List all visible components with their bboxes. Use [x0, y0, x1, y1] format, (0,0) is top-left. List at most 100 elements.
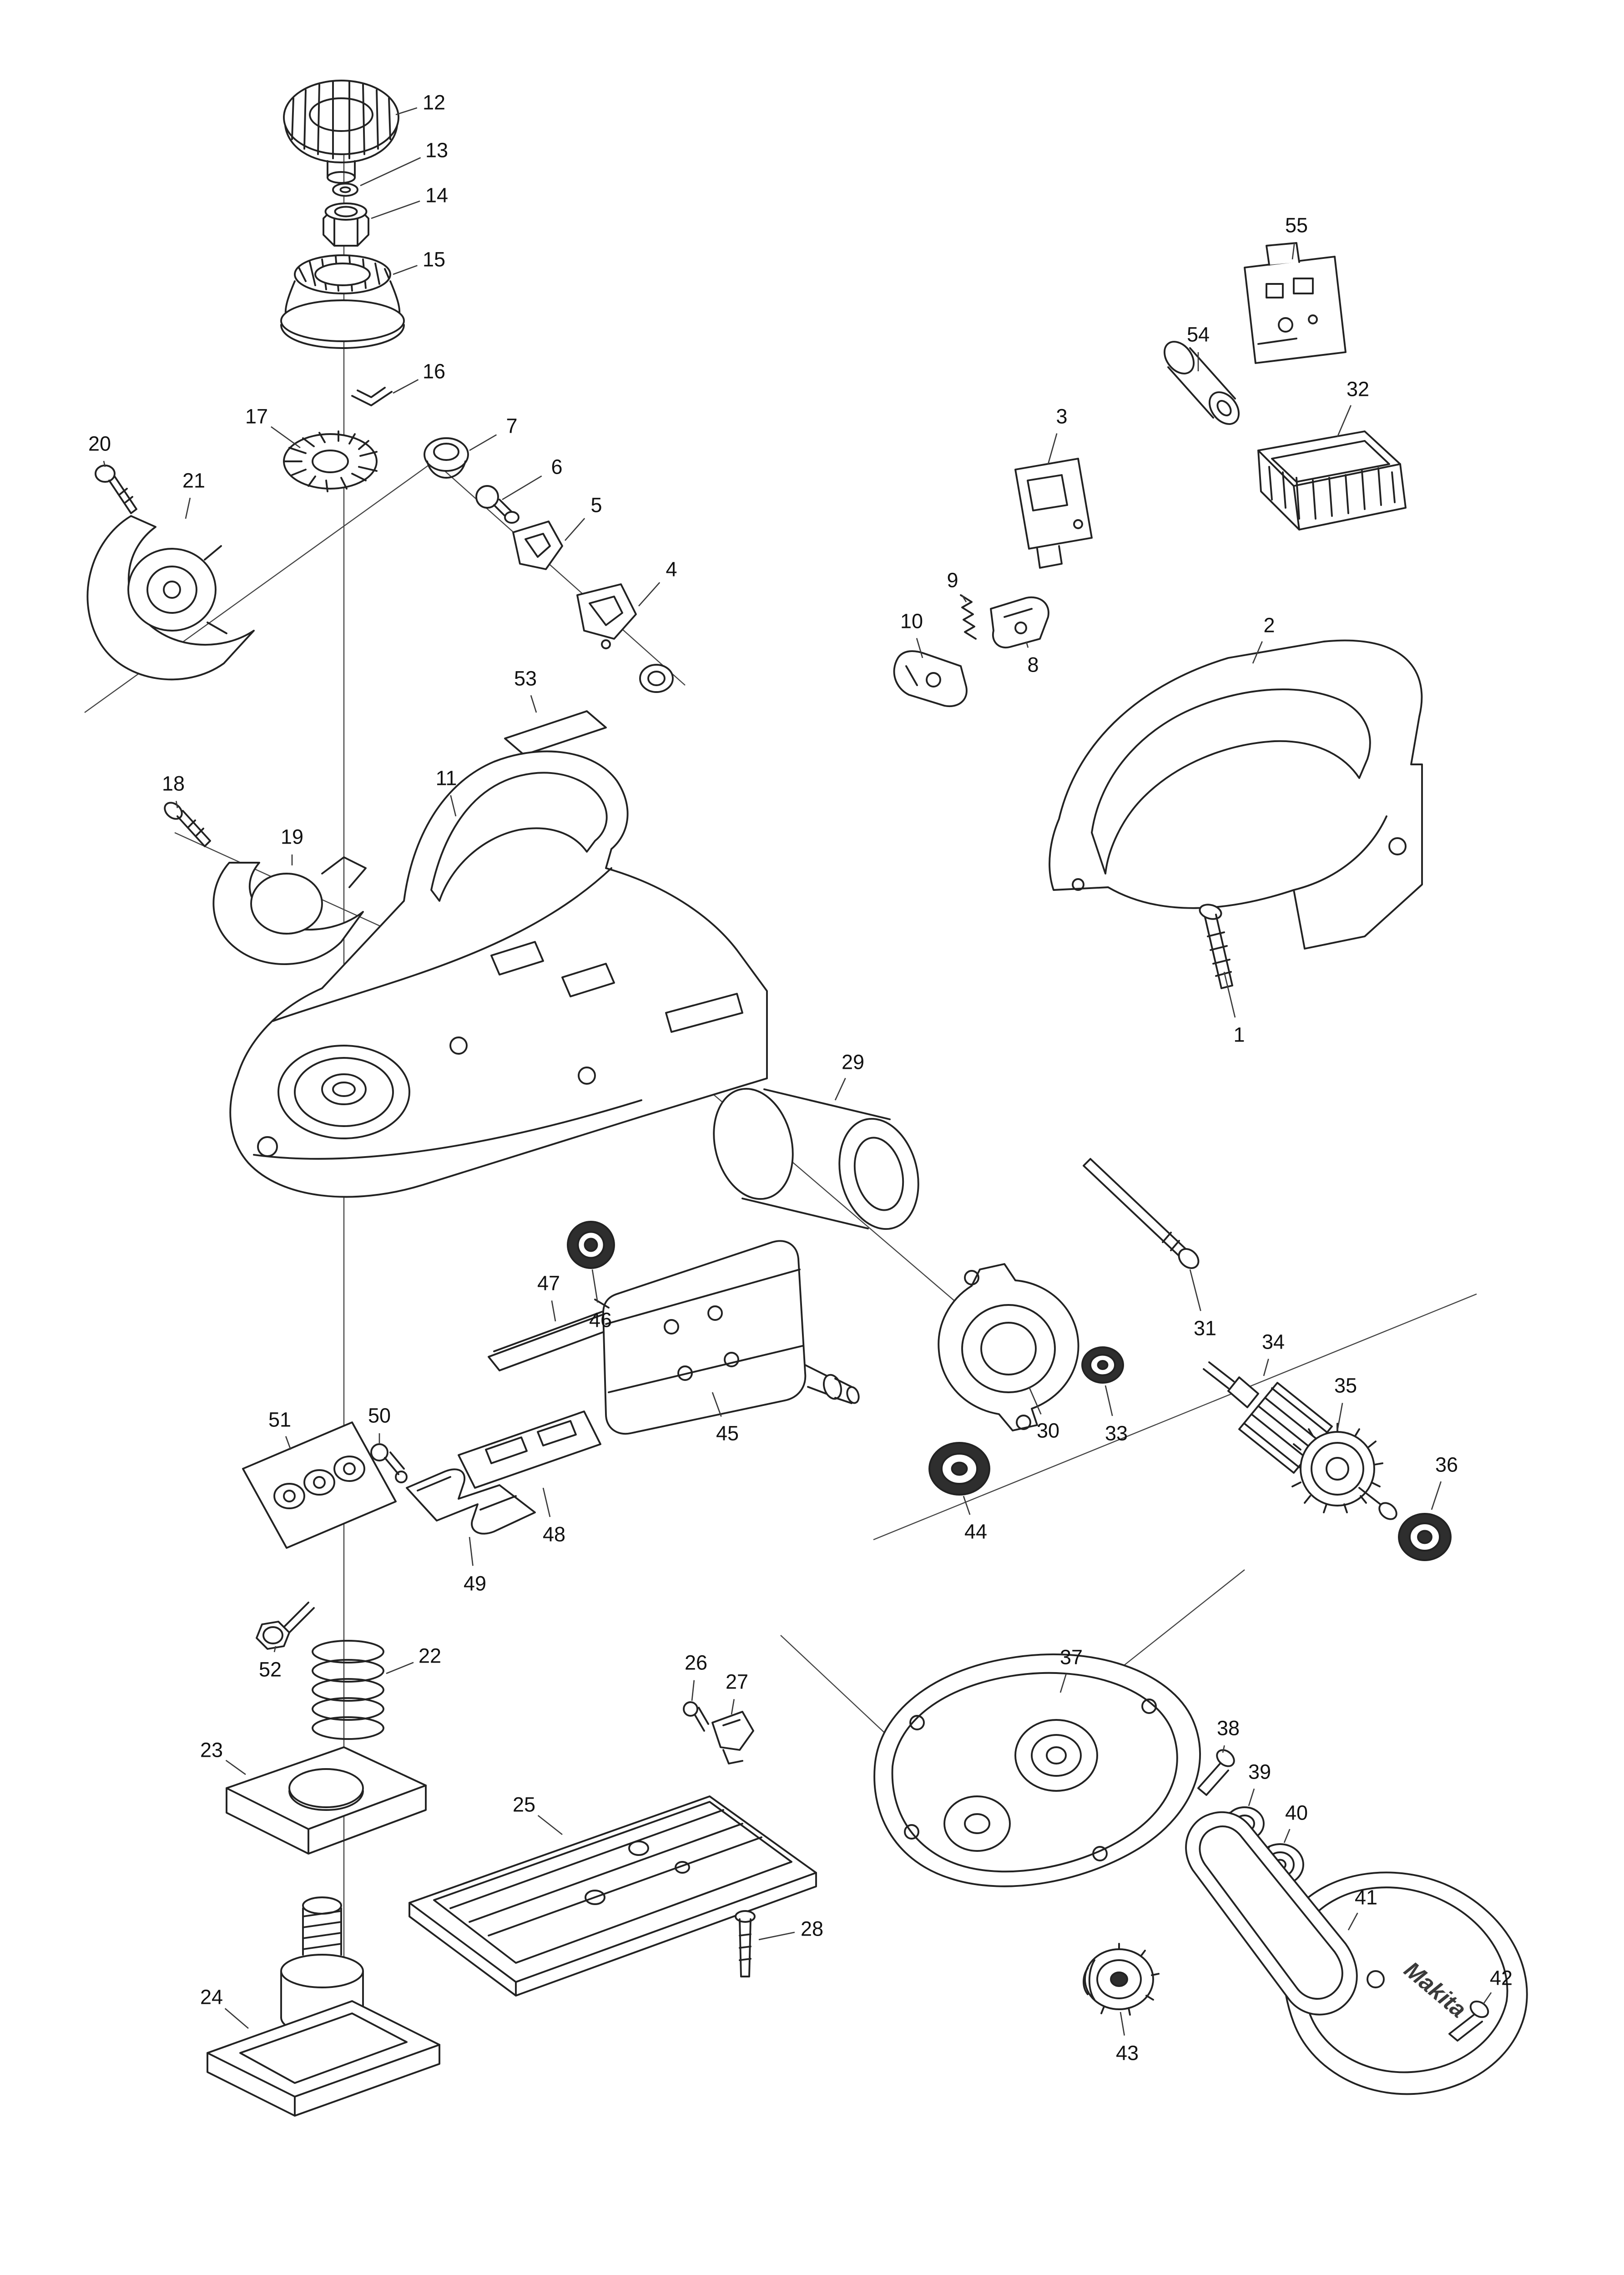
- part-17-serrated-washer: [283, 430, 378, 492]
- callout-leader-13: [360, 157, 421, 187]
- callout-label-44: 44: [964, 1520, 987, 1543]
- callout-label-50: 50: [368, 1404, 391, 1427]
- callout-leader-32: [1337, 405, 1352, 437]
- part-32-tray: [1257, 430, 1407, 531]
- part-22-compression-spring: [312, 1640, 384, 1740]
- part-49-set-plate: [395, 1468, 536, 1535]
- part-54-capacitor: [1163, 341, 1240, 425]
- part-belt-cover: Makita: [1282, 1871, 1528, 2095]
- callout-leader-10: [916, 638, 923, 658]
- callout-leader-45: [711, 1392, 722, 1417]
- callout-label-10: 10: [900, 610, 923, 633]
- callout-label-46: 46: [589, 1309, 612, 1332]
- callout-label-35: 35: [1334, 1374, 1357, 1397]
- callout-label-22: 22: [419, 1644, 441, 1668]
- callout-leader-39: [1248, 1788, 1255, 1806]
- callout-leader-28: [758, 1931, 795, 1941]
- part-20-screw: [95, 465, 137, 514]
- callout-label-36: 36: [1435, 1453, 1458, 1476]
- callout-leader-1: [1223, 971, 1236, 1018]
- callout-label-43: 43: [1116, 2042, 1139, 2065]
- part-19-chip-deflector: [212, 856, 367, 965]
- callout-label-26: 26: [685, 1651, 707, 1674]
- part-29-drum: [713, 1087, 919, 1230]
- callout-leader-16: [393, 379, 419, 394]
- callout-label-20: 20: [88, 432, 111, 455]
- callout-leader-26: [691, 1680, 695, 1701]
- callout-label-13: 13: [425, 139, 448, 162]
- part-52-hex-bolt: [256, 1602, 315, 1650]
- callout-leader-7: [469, 434, 497, 451]
- callout-leader-55: [1291, 243, 1295, 260]
- callout-leader-36: [1431, 1481, 1442, 1510]
- part-36-ball-bearing: [1398, 1513, 1452, 1561]
- part-43-pulley: [1083, 1943, 1160, 2016]
- callout-leader-46: [591, 1269, 599, 1303]
- callout-leader-51: [285, 1436, 292, 1450]
- part-9-spring: [960, 594, 977, 640]
- callout-leader-23: [225, 1759, 246, 1775]
- part-33-ball-bearing: [1081, 1346, 1124, 1384]
- callout-label-1: 1: [1233, 1023, 1245, 1046]
- callout-label-24: 24: [200, 1986, 223, 2009]
- part-44-ball-bearing: [928, 1442, 990, 1496]
- callout-leader-33: [1105, 1385, 1113, 1416]
- callout-leader-43: [1120, 2012, 1125, 2036]
- callout-label-38: 38: [1217, 1717, 1240, 1740]
- callout-leader-9: [961, 595, 967, 602]
- callout-leader-2: [1252, 641, 1263, 664]
- callout-label-41: 41: [1355, 1886, 1377, 1909]
- callout-leader-24: [224, 2008, 249, 2029]
- callout-leader-30: [1028, 1386, 1042, 1415]
- part-53-name-plate: [504, 710, 607, 756]
- callout-leader-37: [1059, 1673, 1067, 1693]
- callout-label-14: 14: [425, 184, 448, 207]
- callout-label-49: 49: [464, 1572, 486, 1595]
- callout-label-52: 52: [259, 1658, 282, 1681]
- callout-label-25: 25: [513, 1793, 535, 1816]
- callout-label-15: 15: [423, 248, 445, 271]
- callout-leader-8: [1025, 641, 1029, 648]
- callout-label-16: 16: [423, 360, 445, 383]
- part-35-fan: [1291, 1423, 1397, 1520]
- callout-label-37: 37: [1060, 1646, 1083, 1669]
- callout-leader-12: [395, 107, 418, 116]
- part-24-foot-assembly: [207, 1896, 440, 2117]
- callout-label-2: 2: [1263, 614, 1275, 637]
- part-14-lock-nut: [323, 202, 369, 247]
- part-16-clip: [351, 387, 393, 406]
- callout-leader-11: [450, 795, 457, 817]
- part-7-cap: [424, 437, 469, 479]
- part-15-spring-seat: [280, 254, 405, 349]
- callout-label-19: 19: [281, 825, 303, 849]
- callout-label-29: 29: [842, 1051, 864, 1074]
- callout-label-32: 32: [1347, 378, 1369, 401]
- callout-layer: 1234567891011121314151617181920212223242…: [88, 91, 1513, 2065]
- callout-label-11: 11: [436, 767, 457, 790]
- part-51-blade-cover: [242, 1421, 397, 1549]
- part-12-knob: [283, 80, 399, 184]
- part-41-drive-belt: [1185, 1811, 1358, 2016]
- callout-leader-15: [393, 265, 418, 275]
- callout-leader-27: [731, 1699, 735, 1715]
- part-31-through-bolt: [1083, 1158, 1200, 1269]
- part-45-cutter-drum: [594, 1240, 860, 1435]
- callout-label-48: 48: [543, 1523, 565, 1546]
- callout-leader-49: [469, 1537, 474, 1566]
- part-50-screw: [370, 1443, 405, 1475]
- callout-label-8: 8: [1027, 653, 1039, 677]
- callout-label-54: 54: [1187, 323, 1210, 346]
- callout-label-39: 39: [1248, 1760, 1271, 1784]
- callout-label-34: 34: [1262, 1330, 1285, 1354]
- callout-label-27: 27: [726, 1670, 748, 1694]
- callout-label-30: 30: [1037, 1419, 1059, 1442]
- part-3-switch: [1014, 458, 1093, 569]
- callout-leader-5: [564, 518, 585, 541]
- callout-label-23: 23: [200, 1739, 223, 1762]
- part-46-ball-bearing: [567, 1221, 615, 1269]
- callout-label-6: 6: [551, 455, 562, 479]
- part-5-holder: [512, 521, 563, 570]
- callout-label-42: 42: [1490, 1967, 1513, 1990]
- callout-label-40: 40: [1285, 1801, 1308, 1825]
